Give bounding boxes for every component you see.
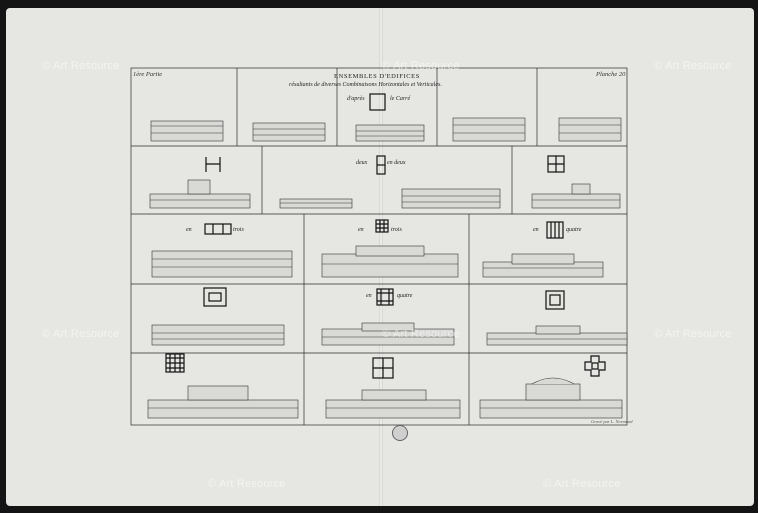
watermark-6: © Art Resource xyxy=(654,328,732,340)
label-row3-e: en xyxy=(533,227,539,233)
watermark-7: © Art Resource xyxy=(208,478,286,490)
plate-grid xyxy=(130,67,628,426)
engraver-signature: Gravé par L. Normand xyxy=(591,419,633,424)
label-row3-b: trois xyxy=(233,227,244,233)
label-row2-b: en deux xyxy=(387,160,406,166)
watermark-5: © Art Resource xyxy=(382,328,460,340)
part-label: 1ère Partie xyxy=(133,71,163,78)
label-row4-a: en xyxy=(366,293,372,299)
plate-title: ENSEMBLES D'EDIFICES xyxy=(334,73,420,80)
watermark-8: © Art Resource xyxy=(543,478,621,490)
watermark-4: © Art Resource xyxy=(42,328,120,340)
book-page-spread: © Art Resource © Art Resource © Art Reso… xyxy=(6,8,754,506)
plate-engraving xyxy=(130,67,628,426)
label-row1-a: d'après xyxy=(347,96,365,102)
label-row1-b: le Carré xyxy=(390,96,411,102)
plate-subtitle: résultants de diverses Combinaisons Hori… xyxy=(289,82,442,88)
watermark-3: © Art Resource xyxy=(654,60,732,72)
label-row3-f: quatre xyxy=(566,227,582,233)
label-row2-a: deux xyxy=(356,160,368,166)
watermark-2: © Art Resource xyxy=(382,60,460,72)
label-row3-c: en xyxy=(358,227,364,233)
plan-diagrams xyxy=(165,93,606,379)
library-stamp xyxy=(392,425,408,441)
label-row4-b: quatre xyxy=(397,293,413,299)
label-row3-d: trois xyxy=(391,227,402,233)
plate-number: Planche 20 xyxy=(596,71,626,78)
building-elevations xyxy=(147,117,628,419)
label-row3-a: en xyxy=(186,227,192,233)
watermark-1: © Art Resource xyxy=(42,60,120,72)
